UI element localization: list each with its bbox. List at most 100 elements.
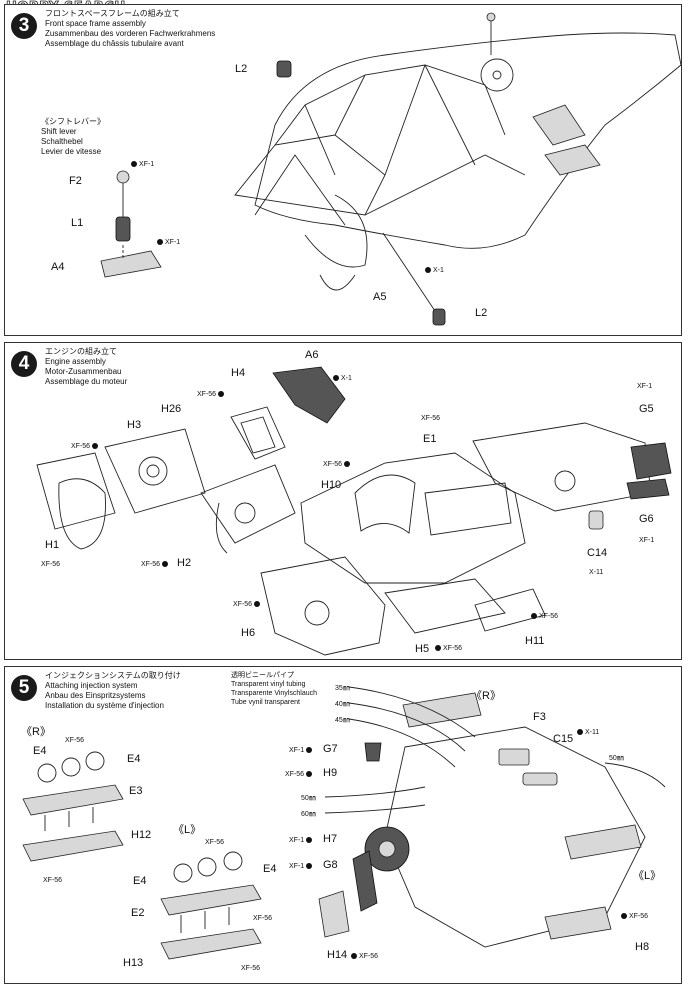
- title-jp: フロントスペースフレームの組み立て: [45, 9, 180, 18]
- part-label-h26: H26: [161, 403, 182, 415]
- paint-callout: X-1: [331, 375, 352, 382]
- side-label-r: 《R》: [471, 690, 501, 702]
- subassembly-title: 《シフトレバー》 Shift lever Schalthebel Levier …: [41, 117, 105, 157]
- paint-callout: XF-1: [289, 837, 314, 844]
- title-jp: インジェクションシステムの取り付け: [45, 671, 181, 680]
- title-fr: Assemblage du châssis tubulaire avant: [45, 39, 184, 48]
- title-de: Motor-Zusammenbau: [45, 367, 122, 376]
- paint-callout: XF-1: [637, 383, 653, 390]
- step-title: フロントスペースフレームの組み立て Front space frame asse…: [45, 9, 215, 49]
- paint-callout: XF-56: [233, 601, 262, 608]
- injection-drawing: [22, 686, 666, 960]
- part-label-h5: H5: [415, 643, 430, 655]
- part-label-h10: H10: [321, 479, 342, 491]
- part-label-a6: A6: [305, 349, 319, 361]
- part-label-l1: L1: [71, 217, 84, 229]
- sub-en: Shift lever: [41, 127, 77, 136]
- paint-callout: XF-56: [349, 953, 378, 960]
- title-fr: Installation du système d'injection: [45, 701, 164, 710]
- part-label-h13: H13: [123, 957, 144, 969]
- title-de: Zusammenbau des vorderen Fachwerkrahmens: [45, 29, 216, 38]
- title-en: Front space frame assembly: [45, 19, 146, 28]
- tube-length: 35㎜: [335, 685, 350, 692]
- frame-drawing: [100, 12, 682, 326]
- tube-length: 50㎜: [609, 755, 624, 762]
- step-title: エンジンの組み立て Engine assembly Motor-Zusammen…: [45, 347, 127, 387]
- step-5-panel: 5 インジェクションシステムの取り付け Attaching injection …: [4, 666, 682, 984]
- side-label-l: 《L》: [633, 870, 662, 882]
- title-de: Anbau des Einspritzsystems: [45, 691, 146, 700]
- step-3-panel: 3 フロントスペースフレームの組み立て Front space frame as…: [4, 4, 682, 336]
- part-label-h11: H11: [525, 635, 545, 647]
- part-label-e4: E4: [263, 863, 277, 875]
- tubing-note: 透明ビニールパイプ Transparent vinyl tubing Trans…: [231, 671, 317, 707]
- paint-callout: XF-56: [619, 913, 648, 920]
- paint-callout: XF-56: [205, 839, 225, 846]
- part-label-h4: H4: [231, 367, 246, 379]
- part-label-g8: G8: [323, 859, 338, 871]
- tube-fr: Tube vynil transparent: [231, 699, 300, 706]
- tube-length: 45㎜: [335, 717, 350, 724]
- step-number: 5: [11, 675, 37, 701]
- part-label-e4: E4: [33, 745, 47, 757]
- step-number: 4: [11, 351, 37, 377]
- step-title: インジェクションシステムの取り付け Attaching injection sy…: [45, 671, 181, 711]
- paint-callout: XF-56: [285, 771, 314, 778]
- step-4-panel: 4 エンジンの組み立て Engine assembly Motor-Zusamm…: [4, 342, 682, 660]
- paint-callout: XF-56: [41, 561, 61, 568]
- part-label-g7: G7: [323, 743, 338, 755]
- part-label-h3: H3: [127, 419, 142, 431]
- paint-callout: XF-56: [141, 561, 170, 568]
- tube-jp: 透明ビニールパイプ: [231, 672, 294, 679]
- paint-callout: XF-1: [155, 239, 180, 246]
- part-label-l2: L2: [235, 63, 248, 75]
- paint-callout: XF-1: [129, 161, 154, 168]
- part-label-e1: E1: [423, 433, 437, 445]
- paint-callout: XF-56: [43, 877, 63, 884]
- title-fr: Assemblage du moteur: [45, 377, 128, 386]
- paint-callout: XF-56: [529, 613, 558, 620]
- paint-callout: XF-56: [433, 645, 462, 652]
- sub-fr: Levier de vitesse: [41, 147, 102, 156]
- part-label-e2: E2: [131, 907, 145, 919]
- title-en: Engine assembly: [45, 357, 106, 366]
- part-label-g5: G5: [639, 403, 654, 415]
- side-label-l: 《L》: [173, 824, 202, 836]
- paint-callout: XF-56: [241, 965, 261, 972]
- paint-callout: X-11: [575, 729, 599, 736]
- paint-callout: XF-1: [639, 537, 655, 544]
- part-label-f2: F2: [69, 175, 82, 187]
- part-label-e3: E3: [129, 785, 143, 797]
- part-label-h12: H12: [131, 829, 152, 841]
- part-label-h14: H14: [327, 949, 348, 961]
- paint-callout: XF-56: [197, 391, 226, 398]
- part-label-a4: A4: [51, 261, 65, 273]
- paint-callout: XF-56: [421, 415, 441, 422]
- paint-callout: X-1: [423, 267, 444, 274]
- part-label-c14: C14: [587, 547, 608, 559]
- part-label-e4: E4: [127, 753, 141, 765]
- sub-de: Schalthebel: [41, 137, 83, 146]
- paint-callout: XF-56: [71, 443, 100, 450]
- step-number: 3: [11, 13, 37, 39]
- part-label-f3: F3: [533, 711, 546, 723]
- paint-callout: XF-1: [289, 863, 314, 870]
- tube-de: Transparente Vinylschlauch: [231, 690, 317, 697]
- part-label-h2: H2: [177, 557, 192, 569]
- tube-length: 60㎜: [301, 811, 316, 818]
- part-label-h8: H8: [635, 941, 650, 953]
- part-label-h7: H7: [323, 833, 338, 845]
- paint-callout: XF-56: [323, 461, 352, 468]
- title-en: Attaching injection system: [45, 681, 138, 690]
- part-label-a5: A5: [373, 291, 387, 303]
- engine-drawing: [36, 366, 672, 656]
- part-label-g6: G6: [639, 513, 654, 525]
- paint-callout: X-11: [589, 569, 604, 576]
- part-label-e4: E4: [133, 875, 147, 887]
- side-label-r: 《R》: [21, 726, 51, 738]
- part-label-l2: L2: [475, 307, 488, 319]
- tube-en: Transparent vinyl tubing: [231, 681, 306, 688]
- sub-jp: 《シフトレバー》: [41, 117, 105, 126]
- paint-callout: XF-56: [65, 737, 85, 744]
- paint-callout: XF-56: [253, 915, 273, 922]
